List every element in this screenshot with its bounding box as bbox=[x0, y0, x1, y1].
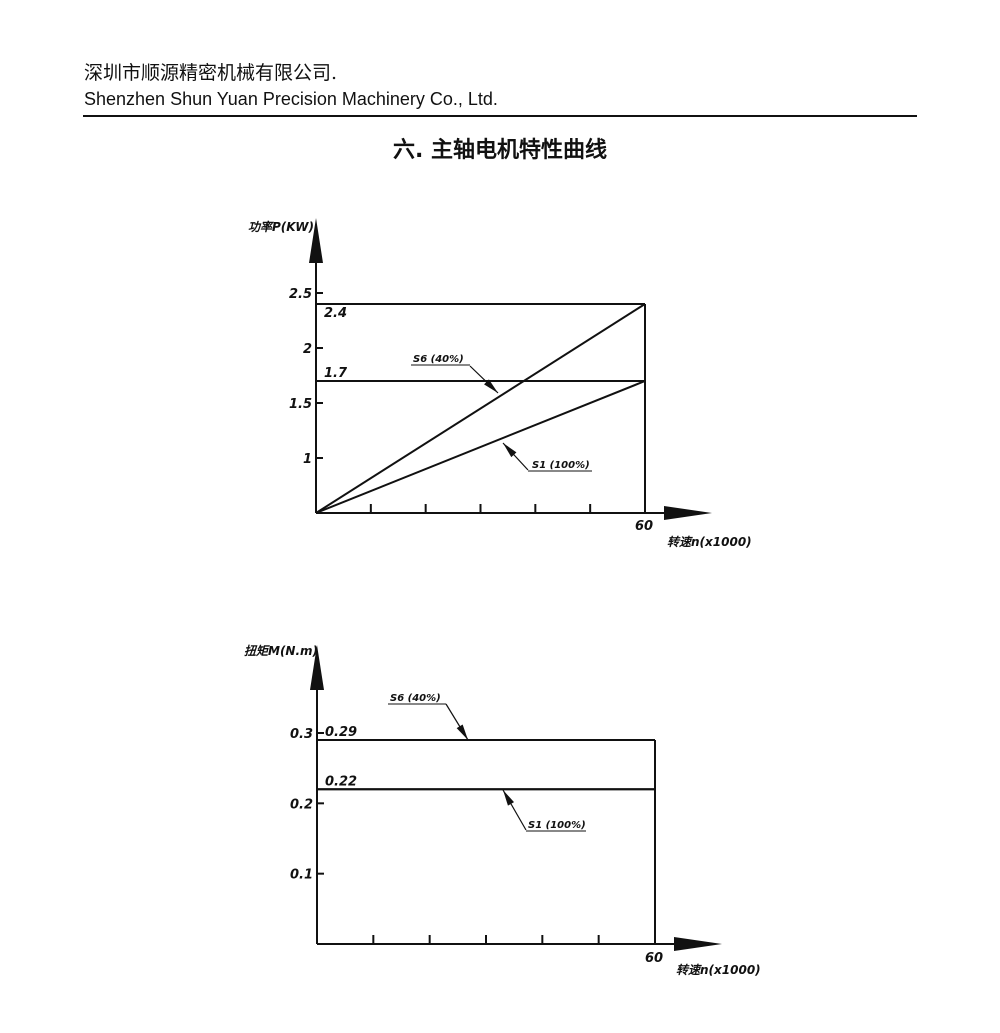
annotation-arrow-icon bbox=[484, 379, 498, 393]
y-tick-label: 2.5 bbox=[289, 287, 312, 302]
annotation-arrow-icon bbox=[456, 724, 468, 740]
limit-line-label: 2.4 bbox=[324, 306, 347, 321]
annotation-arrow-icon bbox=[503, 790, 515, 806]
x-tick-label: 60 bbox=[635, 519, 653, 534]
series-line-s1 bbox=[315, 380, 646, 514]
y-axis-label: 扭矩M(N.m) bbox=[244, 644, 318, 658]
series-annotation-label: S6 (40%) bbox=[390, 693, 441, 704]
x-axis-label: 转速n(x1000) bbox=[676, 963, 761, 977]
annotation-arrow-icon bbox=[503, 443, 517, 458]
x-axis-label: 转速n(x1000) bbox=[667, 535, 752, 549]
x-axis-arrow-icon bbox=[674, 937, 722, 951]
y-axis-arrow-icon bbox=[310, 645, 324, 690]
header-divider bbox=[83, 115, 917, 117]
company-name-en: Shenzhen Shun Yuan Precision Machinery C… bbox=[84, 89, 498, 109]
series-annotation-label: S6 (40%) bbox=[413, 354, 464, 365]
y-tick-label: 0.1 bbox=[290, 868, 313, 883]
y-axis-label: 功率P(KW) bbox=[248, 220, 314, 234]
company-name-cn: 深圳市顺源精密机械有限公司. bbox=[84, 62, 338, 84]
y-tick-label: 1 bbox=[303, 452, 312, 467]
y-axis-arrow-icon bbox=[309, 218, 323, 263]
x-tick-label: 60 bbox=[645, 951, 663, 966]
y-tick-label: 2 bbox=[303, 342, 312, 357]
y-tick-label: 0.2 bbox=[290, 797, 313, 812]
y-tick-label: 0.3 bbox=[290, 727, 313, 742]
x-axis-arrow-icon bbox=[664, 506, 712, 520]
series-annotation-label: S1 (100%) bbox=[532, 460, 590, 471]
limit-line-label: 0.22 bbox=[325, 774, 357, 789]
limit-line-label: 1.7 bbox=[324, 366, 348, 381]
series-annotation-label: S1 (100%) bbox=[528, 820, 586, 831]
series-line-s6 bbox=[315, 303, 646, 514]
section-title: 六. 主轴电机特性曲线 bbox=[392, 138, 608, 163]
y-tick-label: 1.5 bbox=[289, 397, 312, 412]
limit-line-label: 0.29 bbox=[325, 725, 357, 740]
